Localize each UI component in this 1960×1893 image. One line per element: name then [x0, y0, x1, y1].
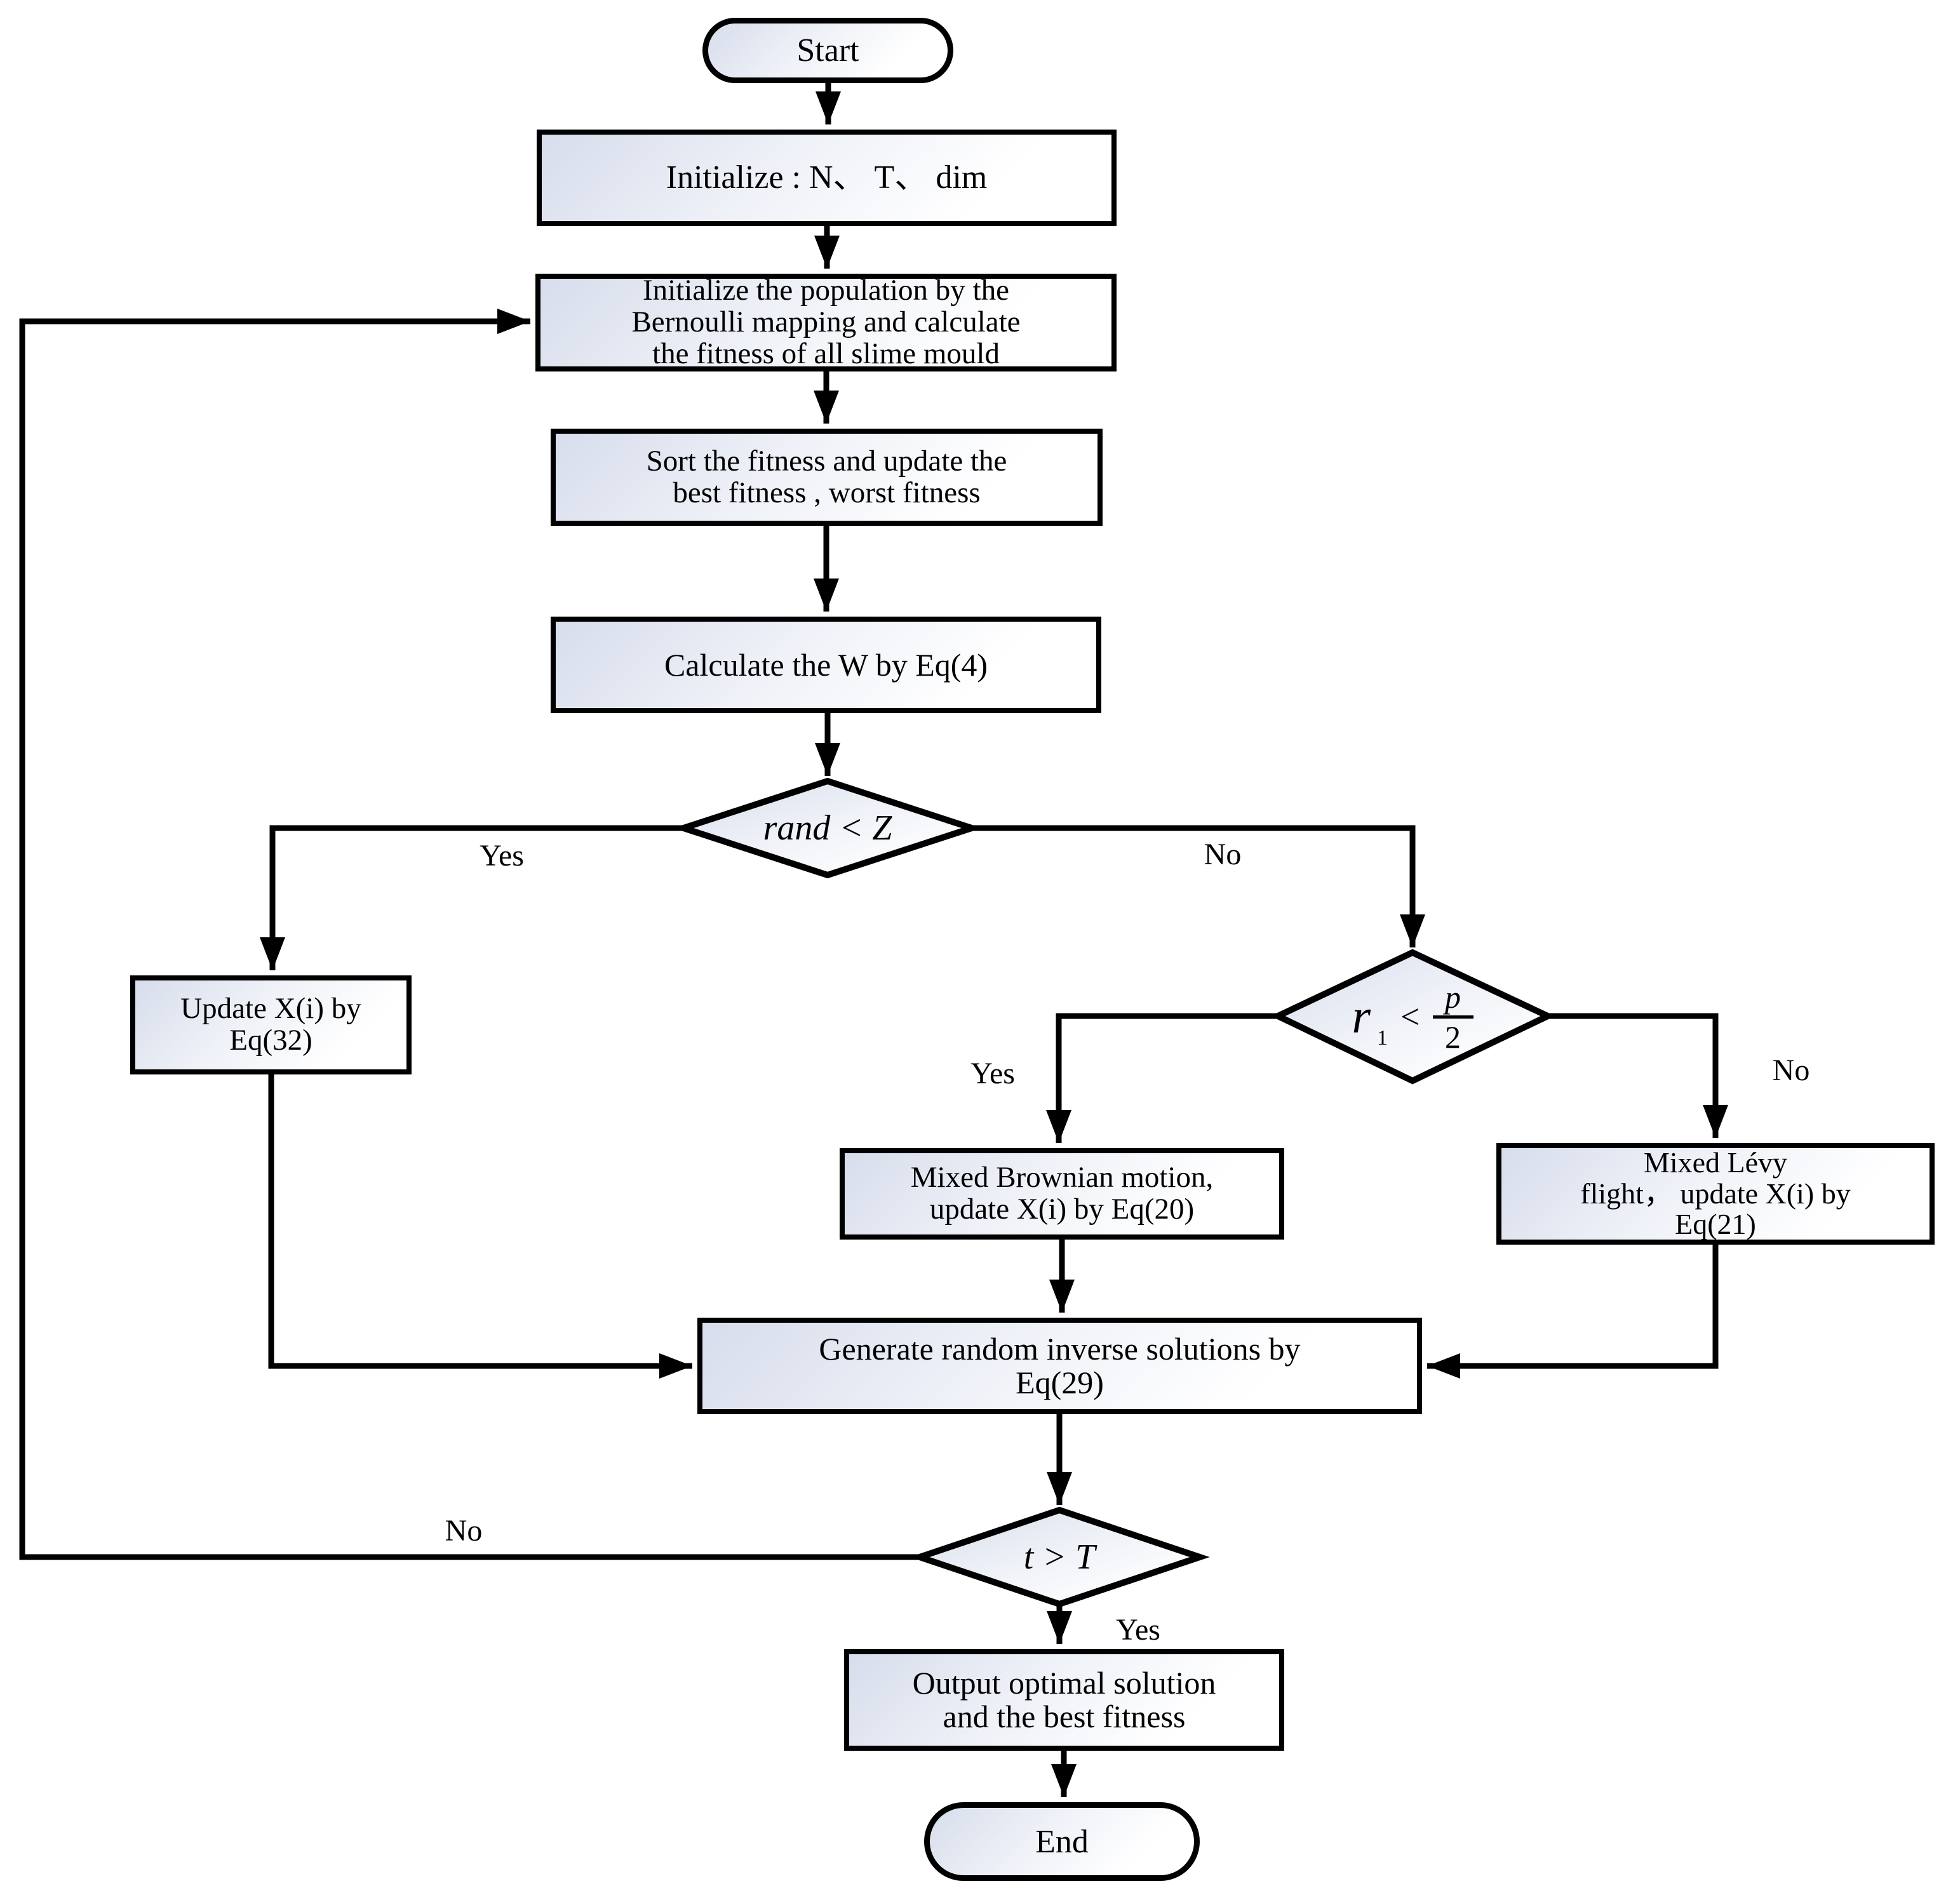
brownian-step: Mixed Brownian motion, update X(i) by Eq… [840, 1148, 1284, 1240]
decision-t-condition: t > T [1023, 1537, 1096, 1577]
r1-variable: r [1352, 990, 1371, 1043]
decision-r1-diamond [1270, 949, 1555, 1085]
edge-rand-no-to-r1-decision [972, 825, 1425, 947]
t-yes-branch-label: Yes [1116, 1612, 1160, 1647]
update-x-label: Update X(i) by Eq(32) [180, 992, 361, 1057]
edge-rand-yes-to-update [260, 825, 683, 970]
r1-fraction: p 2 [1432, 979, 1473, 1055]
calculate-w-step: Calculate the W by Eq(4) [551, 617, 1101, 713]
edge-update-to-generate [268, 1074, 692, 1379]
decision-t-diamond [910, 1506, 1210, 1608]
end-terminator: End [924, 1802, 1200, 1881]
rand-no-branch-label: No [1204, 837, 1242, 871]
output-step: Output optimal solution and the best fit… [844, 1649, 1284, 1751]
update-x-step: Update X(i) by Eq(32) [130, 975, 412, 1074]
fraction-bar [1432, 1015, 1473, 1019]
brownian-label: Mixed Brownian motion, update X(i) by Eq… [910, 1161, 1214, 1226]
calculate-w-label: Calculate the W by Eq(4) [664, 646, 988, 683]
generate-inverse-step: Generate random inverse solutions by Eq(… [697, 1318, 1422, 1414]
decision-rand-condition: rand < Z [763, 808, 892, 848]
r1-operator: < [1400, 998, 1420, 1036]
initialize-params-step: Initialize : N、 T、 dim [537, 130, 1117, 226]
r1-yes-branch-label: Yes [970, 1056, 1015, 1090]
bernoulli-init-label: Initialize the population by the Bernoul… [631, 274, 1021, 370]
edge-levy-to-generate [1427, 1245, 1719, 1379]
output-label: Output optimal solution and the best fit… [912, 1665, 1216, 1734]
generate-inverse-label: Generate random inverse solutions by Eq(… [819, 1331, 1301, 1400]
r1-fraction-numerator: p [1445, 979, 1461, 1015]
edge-r1-no-to-levy [1548, 1013, 1728, 1138]
start-terminator: Start [702, 18, 953, 83]
end-label: End [1035, 1823, 1089, 1860]
t-no-branch-label: No [445, 1513, 483, 1548]
initialize-params-label: Initialize : N、 T、 dim [666, 159, 988, 196]
start-label: Start [796, 32, 859, 69]
decision-rand-diamond [673, 777, 983, 879]
levy-label: Mixed Lévy flight， update X(i) by Eq(21) [1580, 1146, 1851, 1241]
rand-yes-branch-label: Yes [480, 838, 524, 873]
r1-no-branch-label: No [1772, 1053, 1810, 1087]
bernoulli-init-step: Initialize the population by the Bernoul… [535, 274, 1117, 371]
r1-subscript: 1 [1377, 1026, 1388, 1050]
sort-fitness-label: Sort the fitness and update the best fit… [646, 444, 1007, 509]
levy-step: Mixed Lévy flight， update X(i) by Eq(21) [1496, 1143, 1935, 1245]
sort-fitness-step: Sort the fitness and update the best fit… [551, 429, 1103, 526]
r1-fraction-denominator: 2 [1445, 1019, 1461, 1055]
edge-t-no-loop-to-bernoulli [19, 309, 920, 1560]
edge-r1-yes-to-brownian [1046, 1013, 1278, 1143]
